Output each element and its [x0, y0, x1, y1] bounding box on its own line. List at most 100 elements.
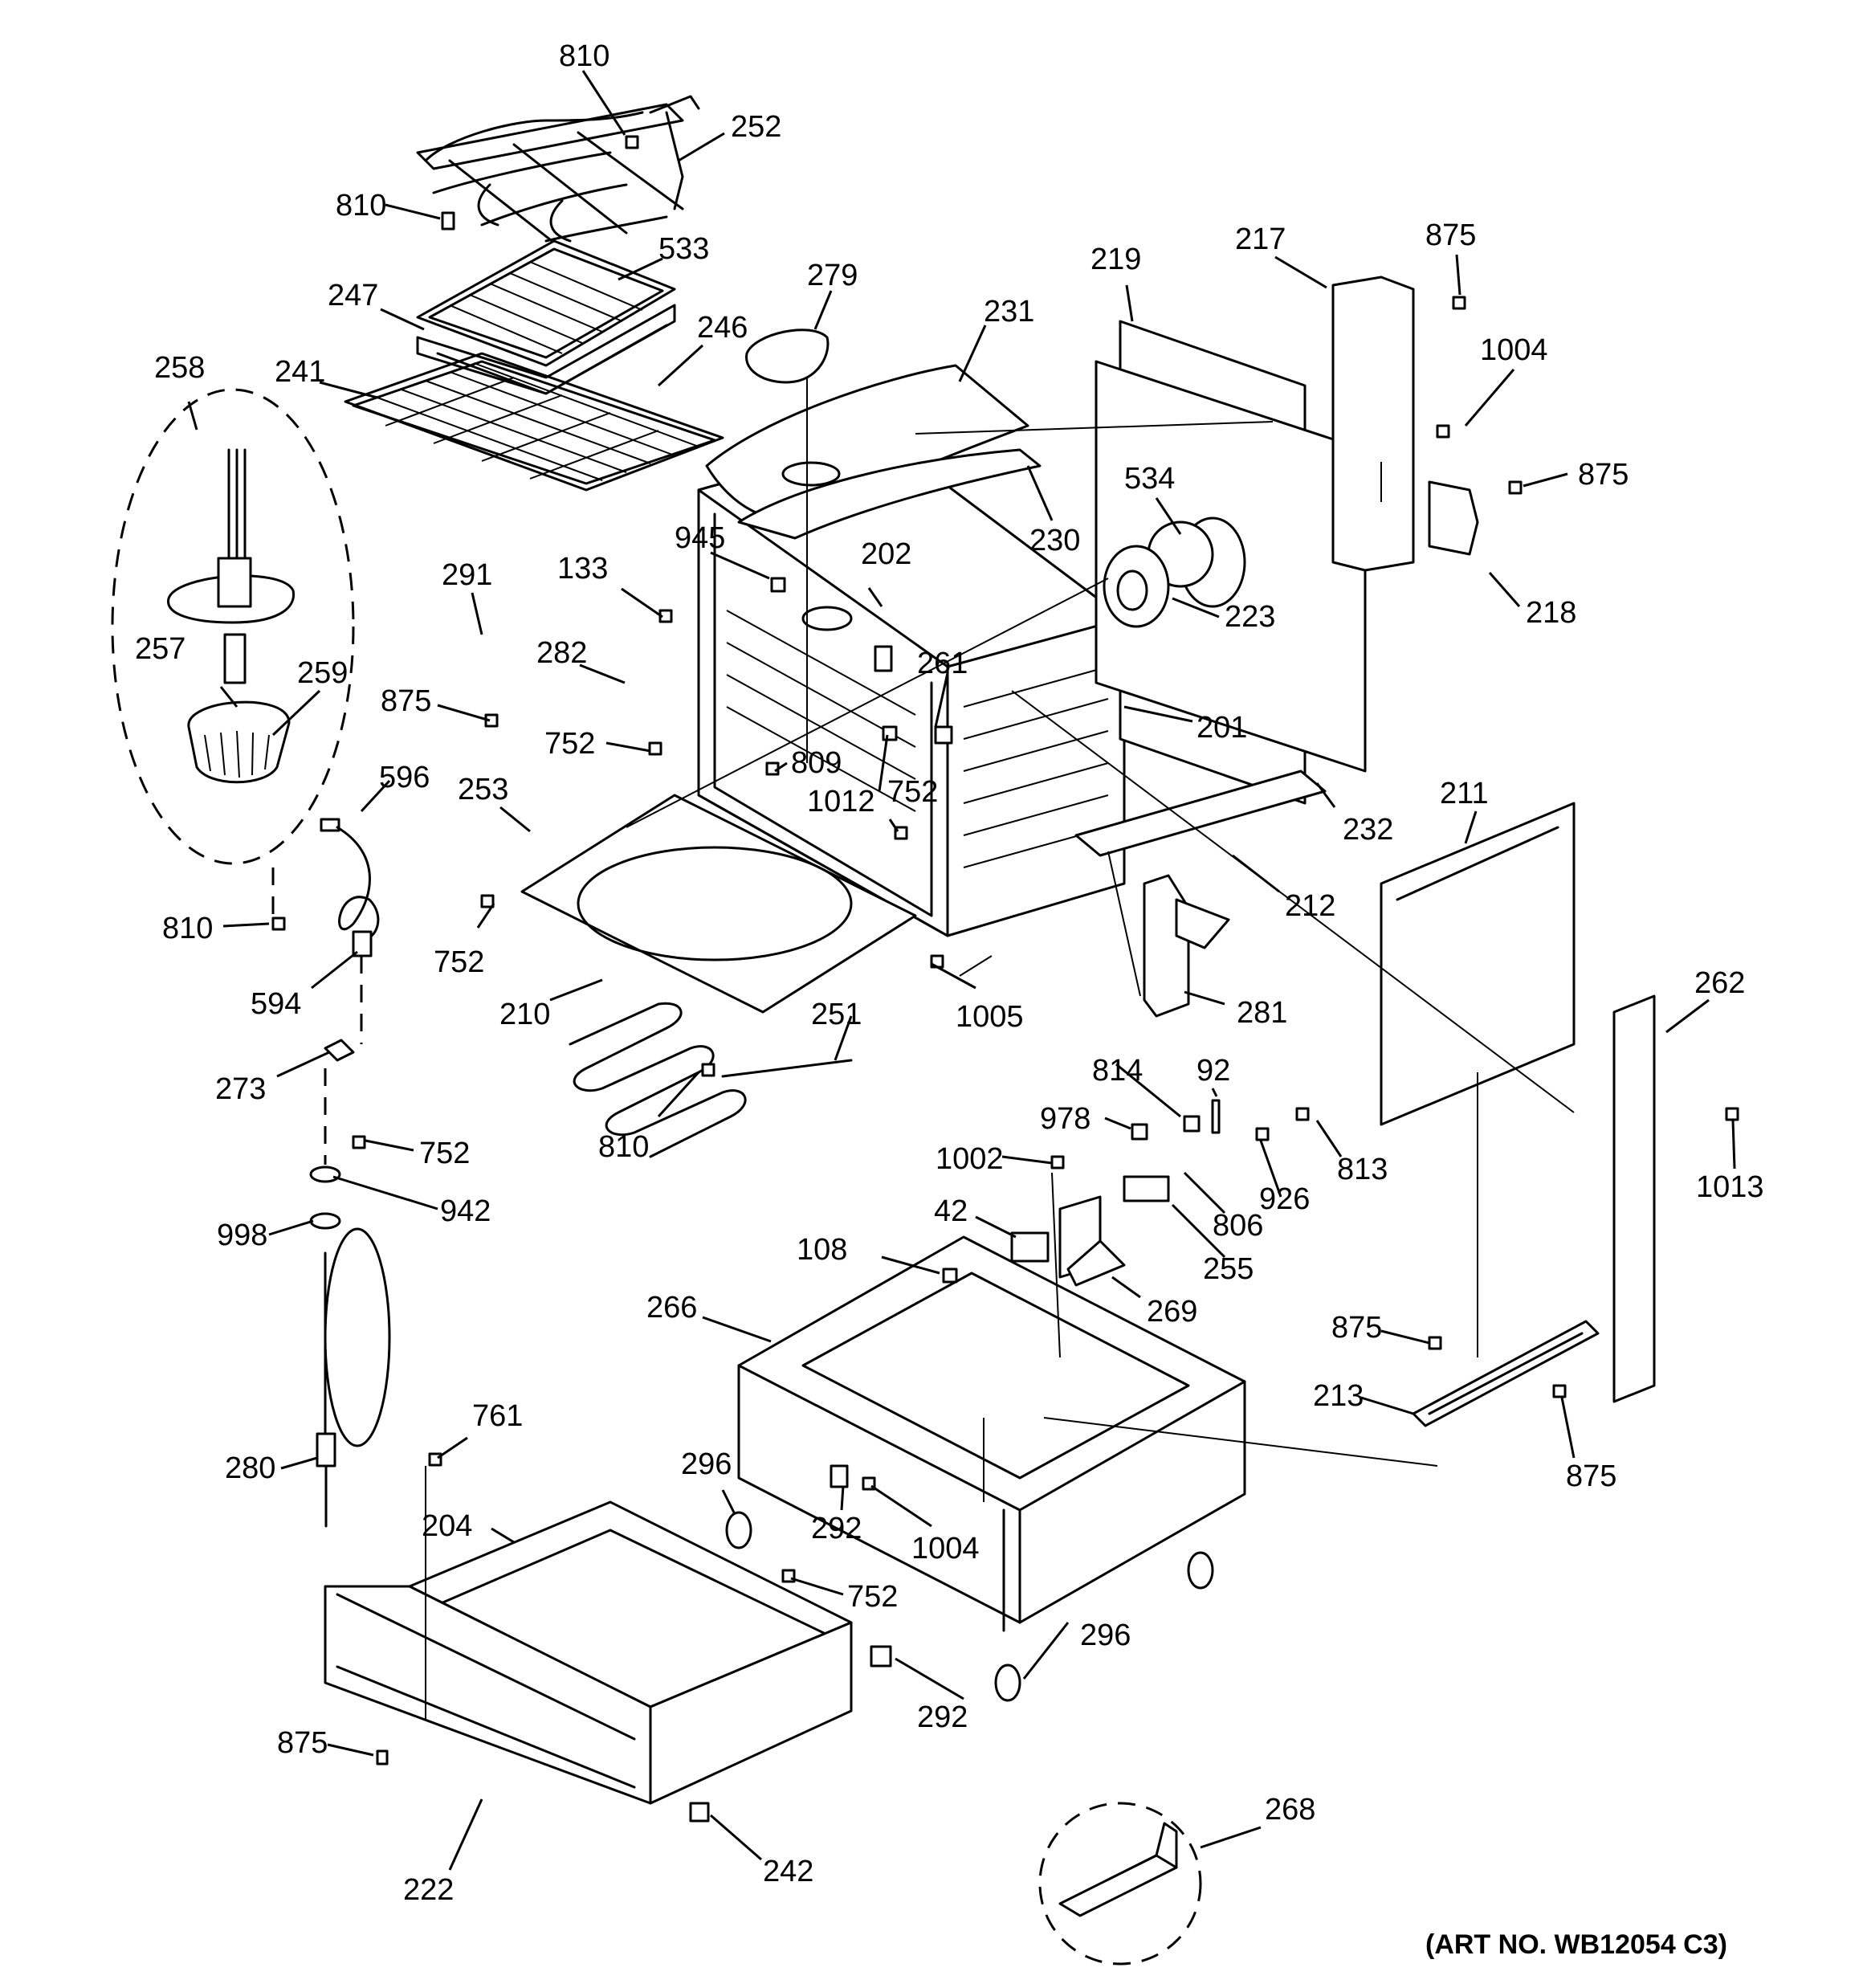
callout-926: 926: [1259, 1182, 1310, 1216]
callout-133: 133: [557, 552, 608, 586]
callout-875: 875: [381, 684, 431, 718]
callout-252: 252: [731, 110, 781, 144]
callout-810: 810: [598, 1130, 649, 1164]
callout-211: 211: [1440, 777, 1489, 810]
callout-1004: 1004: [1480, 333, 1548, 367]
callout-810: 810: [162, 912, 213, 945]
callout-875: 875: [1566, 1459, 1616, 1493]
callout-1002: 1002: [936, 1142, 1004, 1176]
callout-945: 945: [675, 521, 725, 555]
callout-875: 875: [1578, 458, 1629, 492]
callout-204: 204: [422, 1509, 472, 1543]
callout-230: 230: [1029, 524, 1080, 557]
callout-1012: 1012: [807, 785, 875, 818]
broil-element-part: [416, 95, 700, 251]
rear-panel-part: [1095, 320, 1367, 805]
callout-810: 810: [336, 189, 386, 222]
back-bracket-part: [1331, 276, 1479, 572]
callout-255: 255: [1203, 1252, 1254, 1286]
callout-814: 814: [1092, 1054, 1143, 1088]
callout-92: 92: [1196, 1054, 1230, 1088]
switch-bracket-part: [1010, 1175, 1170, 1287]
screws-part: [271, 135, 1739, 1823]
oven-bottom-part: [520, 769, 1327, 1014]
callout-533: 533: [658, 232, 709, 266]
warmer-drawer-part: [324, 1500, 853, 1805]
callout-222: 222: [403, 1873, 454, 1907]
callout-241: 241: [275, 355, 325, 389]
callout-752: 752: [419, 1137, 470, 1170]
callout-1013: 1013: [1696, 1170, 1764, 1204]
callout-292: 292: [917, 1700, 968, 1734]
alignment-lines: [425, 378, 1575, 1719]
callout-261: 261: [917, 647, 968, 680]
callout-266: 266: [646, 1291, 697, 1325]
callout-210: 210: [499, 998, 550, 1031]
callout-291: 291: [442, 558, 492, 592]
callout-875: 875: [1331, 1311, 1382, 1345]
callout-292: 292: [811, 1512, 862, 1545]
wire-harness-part: [271, 818, 380, 1044]
callout-201: 201: [1196, 711, 1247, 745]
callout-806: 806: [1213, 1209, 1263, 1243]
callout-281: 281: [1237, 996, 1287, 1030]
callout-809: 809: [791, 746, 842, 780]
callout-42: 42: [934, 1194, 968, 1228]
callout-262: 262: [1694, 966, 1745, 1000]
art-number-label: (ART NO. WB12054 C3): [1425, 1929, 1727, 1960]
callout-280: 280: [225, 1451, 275, 1485]
callout-282: 282: [536, 636, 587, 670]
callout-752: 752: [847, 1580, 898, 1614]
part-268-detail: [1038, 1802, 1202, 1966]
callout-752: 752: [544, 727, 595, 761]
callout-534: 534: [1124, 462, 1175, 496]
callout-218: 218: [1526, 596, 1576, 630]
leader-lines: [187, 70, 1736, 1871]
callout-1004: 1004: [911, 1532, 980, 1565]
callout-251: 251: [811, 998, 862, 1031]
callout-978: 978: [1040, 1102, 1090, 1136]
callout-247: 247: [328, 279, 378, 312]
callout-232: 232: [1343, 813, 1393, 847]
callout-213: 213: [1313, 1379, 1364, 1413]
side-trim-part: [1612, 994, 1656, 1403]
callout-242: 242: [763, 1855, 813, 1888]
callout-257: 257: [135, 632, 185, 666]
callout-596: 596: [379, 761, 430, 794]
callout-246: 246: [697, 311, 748, 345]
callout-231: 231: [984, 295, 1034, 329]
callout-217: 217: [1235, 222, 1286, 256]
callout-212: 212: [1285, 889, 1335, 923]
callout-875: 875: [277, 1726, 328, 1760]
meat-probe-part: [309, 1039, 391, 1528]
callout-223: 223: [1225, 600, 1275, 634]
callout-1005: 1005: [956, 1000, 1024, 1034]
callout-108: 108: [797, 1233, 847, 1267]
callout-296: 296: [681, 1447, 732, 1481]
vent-cap-part: [745, 329, 830, 384]
callout-761: 761: [472, 1399, 523, 1433]
leveling-leg-part: [725, 1511, 1214, 1702]
callout-810: 810: [559, 39, 609, 73]
callout-labels: 810 252 810 533 247 246 241 258 279 231 …: [135, 39, 1764, 1907]
slide-rail-part: [1412, 1320, 1600, 1427]
callout-752: 752: [887, 775, 938, 809]
callout-875: 875: [1425, 218, 1476, 252]
callout-279: 279: [807, 259, 858, 292]
door-hinge-part: [1143, 874, 1230, 1018]
callout-594: 594: [251, 987, 301, 1021]
callout-752: 752: [434, 945, 484, 979]
callout-258: 258: [154, 351, 205, 385]
base-frame-part: [737, 1235, 1246, 1632]
convection-fan-assembly-part: [111, 388, 355, 865]
broil-pan-part: [416, 239, 676, 395]
oven-rack-part: [344, 352, 724, 492]
callout-259: 259: [297, 656, 348, 690]
callout-296: 296: [1080, 1619, 1131, 1652]
callout-269: 269: [1147, 1295, 1197, 1329]
callout-253: 253: [458, 773, 508, 806]
callout-942: 942: [440, 1194, 491, 1228]
callout-273: 273: [215, 1072, 266, 1106]
bake-element-part: [569, 1002, 853, 1158]
